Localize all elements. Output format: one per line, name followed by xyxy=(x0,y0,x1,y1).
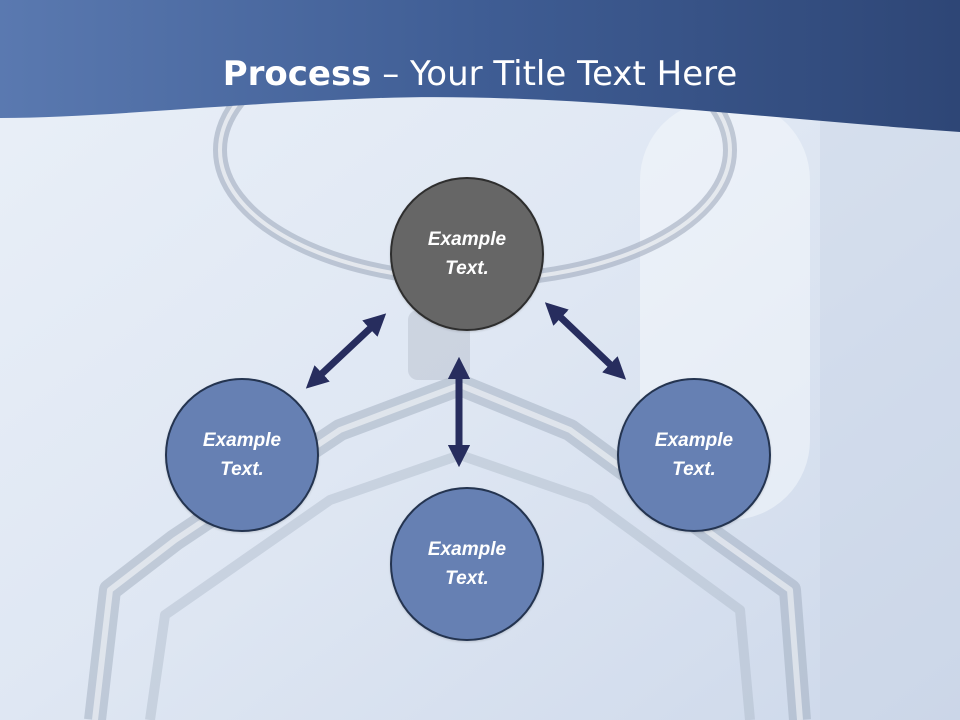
node-top-label: Example Text. xyxy=(427,229,507,279)
title-bold: Process xyxy=(222,54,372,94)
node-right-circle: Example Text. xyxy=(617,378,771,532)
node-top-circle: Example Text. xyxy=(390,177,544,331)
node-left-label: Example Text. xyxy=(202,430,282,480)
node-bottom-label: Example Text. xyxy=(427,539,507,589)
node-left-circle: Example Text. xyxy=(165,378,319,532)
page-title: Process – Your Title Text Here xyxy=(0,52,960,96)
title-rest: – Your Title Text Here xyxy=(371,54,738,94)
node-bottom-circle: Example Text. xyxy=(390,487,544,641)
node-right-label: Example Text. xyxy=(654,430,734,480)
